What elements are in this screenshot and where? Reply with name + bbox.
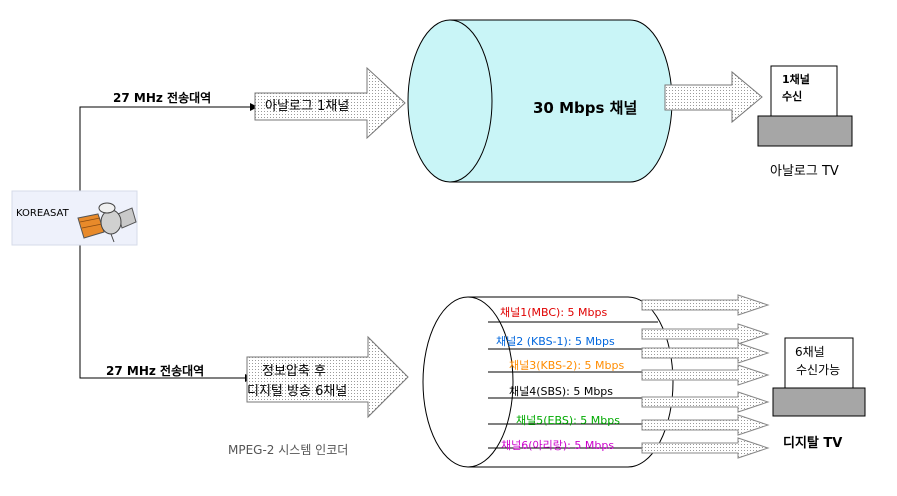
- analog-tv-label: 아날로그 TV: [770, 164, 839, 179]
- channel-output-arrow: [641, 364, 770, 386]
- channel-output-arrow: [641, 342, 770, 364]
- analog-connector-arrowhead: [250, 103, 258, 111]
- analog-output-arrow: [664, 70, 763, 124]
- digital-tv-label: 디지탈 TV: [783, 436, 843, 451]
- channel-label: 채널5(EBS): 5 Mbps: [516, 414, 620, 427]
- channel-label: 채널3(KBS-2): 5 Mbps: [509, 359, 625, 372]
- channel-label: 채널4(SBS): 5 Mbps: [509, 385, 614, 398]
- channel-output-arrow: [641, 414, 770, 436]
- digital-tv: [772, 337, 866, 417]
- channel-output-arrow: [641, 323, 770, 345]
- analog-connector-line: [79, 106, 250, 200]
- analog-tv-screen-line1: 1채널: [782, 73, 810, 86]
- analog-channel-label: 30 Mbps 채널: [533, 99, 638, 117]
- digital-tv-screen-line1: 6채널: [795, 345, 825, 359]
- analog-band-label: 27 MHz 전송대역: [113, 91, 212, 105]
- encoder-label: MPEG-2 시스템 인코더: [228, 443, 349, 457]
- analog-tv-screen-line2: 수신: [782, 90, 803, 103]
- analog-arrow-label: 아날로그 1채널: [265, 99, 350, 114]
- digital-arrow-label-line1: 정보압축 후: [262, 364, 326, 379]
- digital-connector-line: [79, 240, 245, 379]
- satellite-icon: [77, 202, 137, 243]
- satellite-label: KOREASAT: [16, 208, 69, 219]
- channel-output-arrow: [641, 294, 770, 316]
- channel-output-arrow: [641, 391, 770, 413]
- digital-tv-screen-line2: 수신가능: [796, 363, 841, 377]
- digital-channel-arrow: [246, 335, 409, 419]
- analog-channel-arrow: [254, 66, 406, 140]
- channel-label: 채널2 (KBS-1): 5 Mbps: [496, 335, 615, 348]
- digital-band-label: 27 MHz 전송대역: [106, 364, 205, 378]
- channel-label: 채널6(아리랑): 5 Mbps: [501, 439, 615, 452]
- digital-arrow-label-line2: 디지털 방송 6채널: [247, 384, 348, 399]
- analog-cylinder: [407, 19, 673, 183]
- analog-tv: [757, 65, 853, 147]
- channel-output-arrow: [641, 437, 770, 459]
- channel-label: 채널1(MBC): 5 Mbps: [500, 306, 608, 319]
